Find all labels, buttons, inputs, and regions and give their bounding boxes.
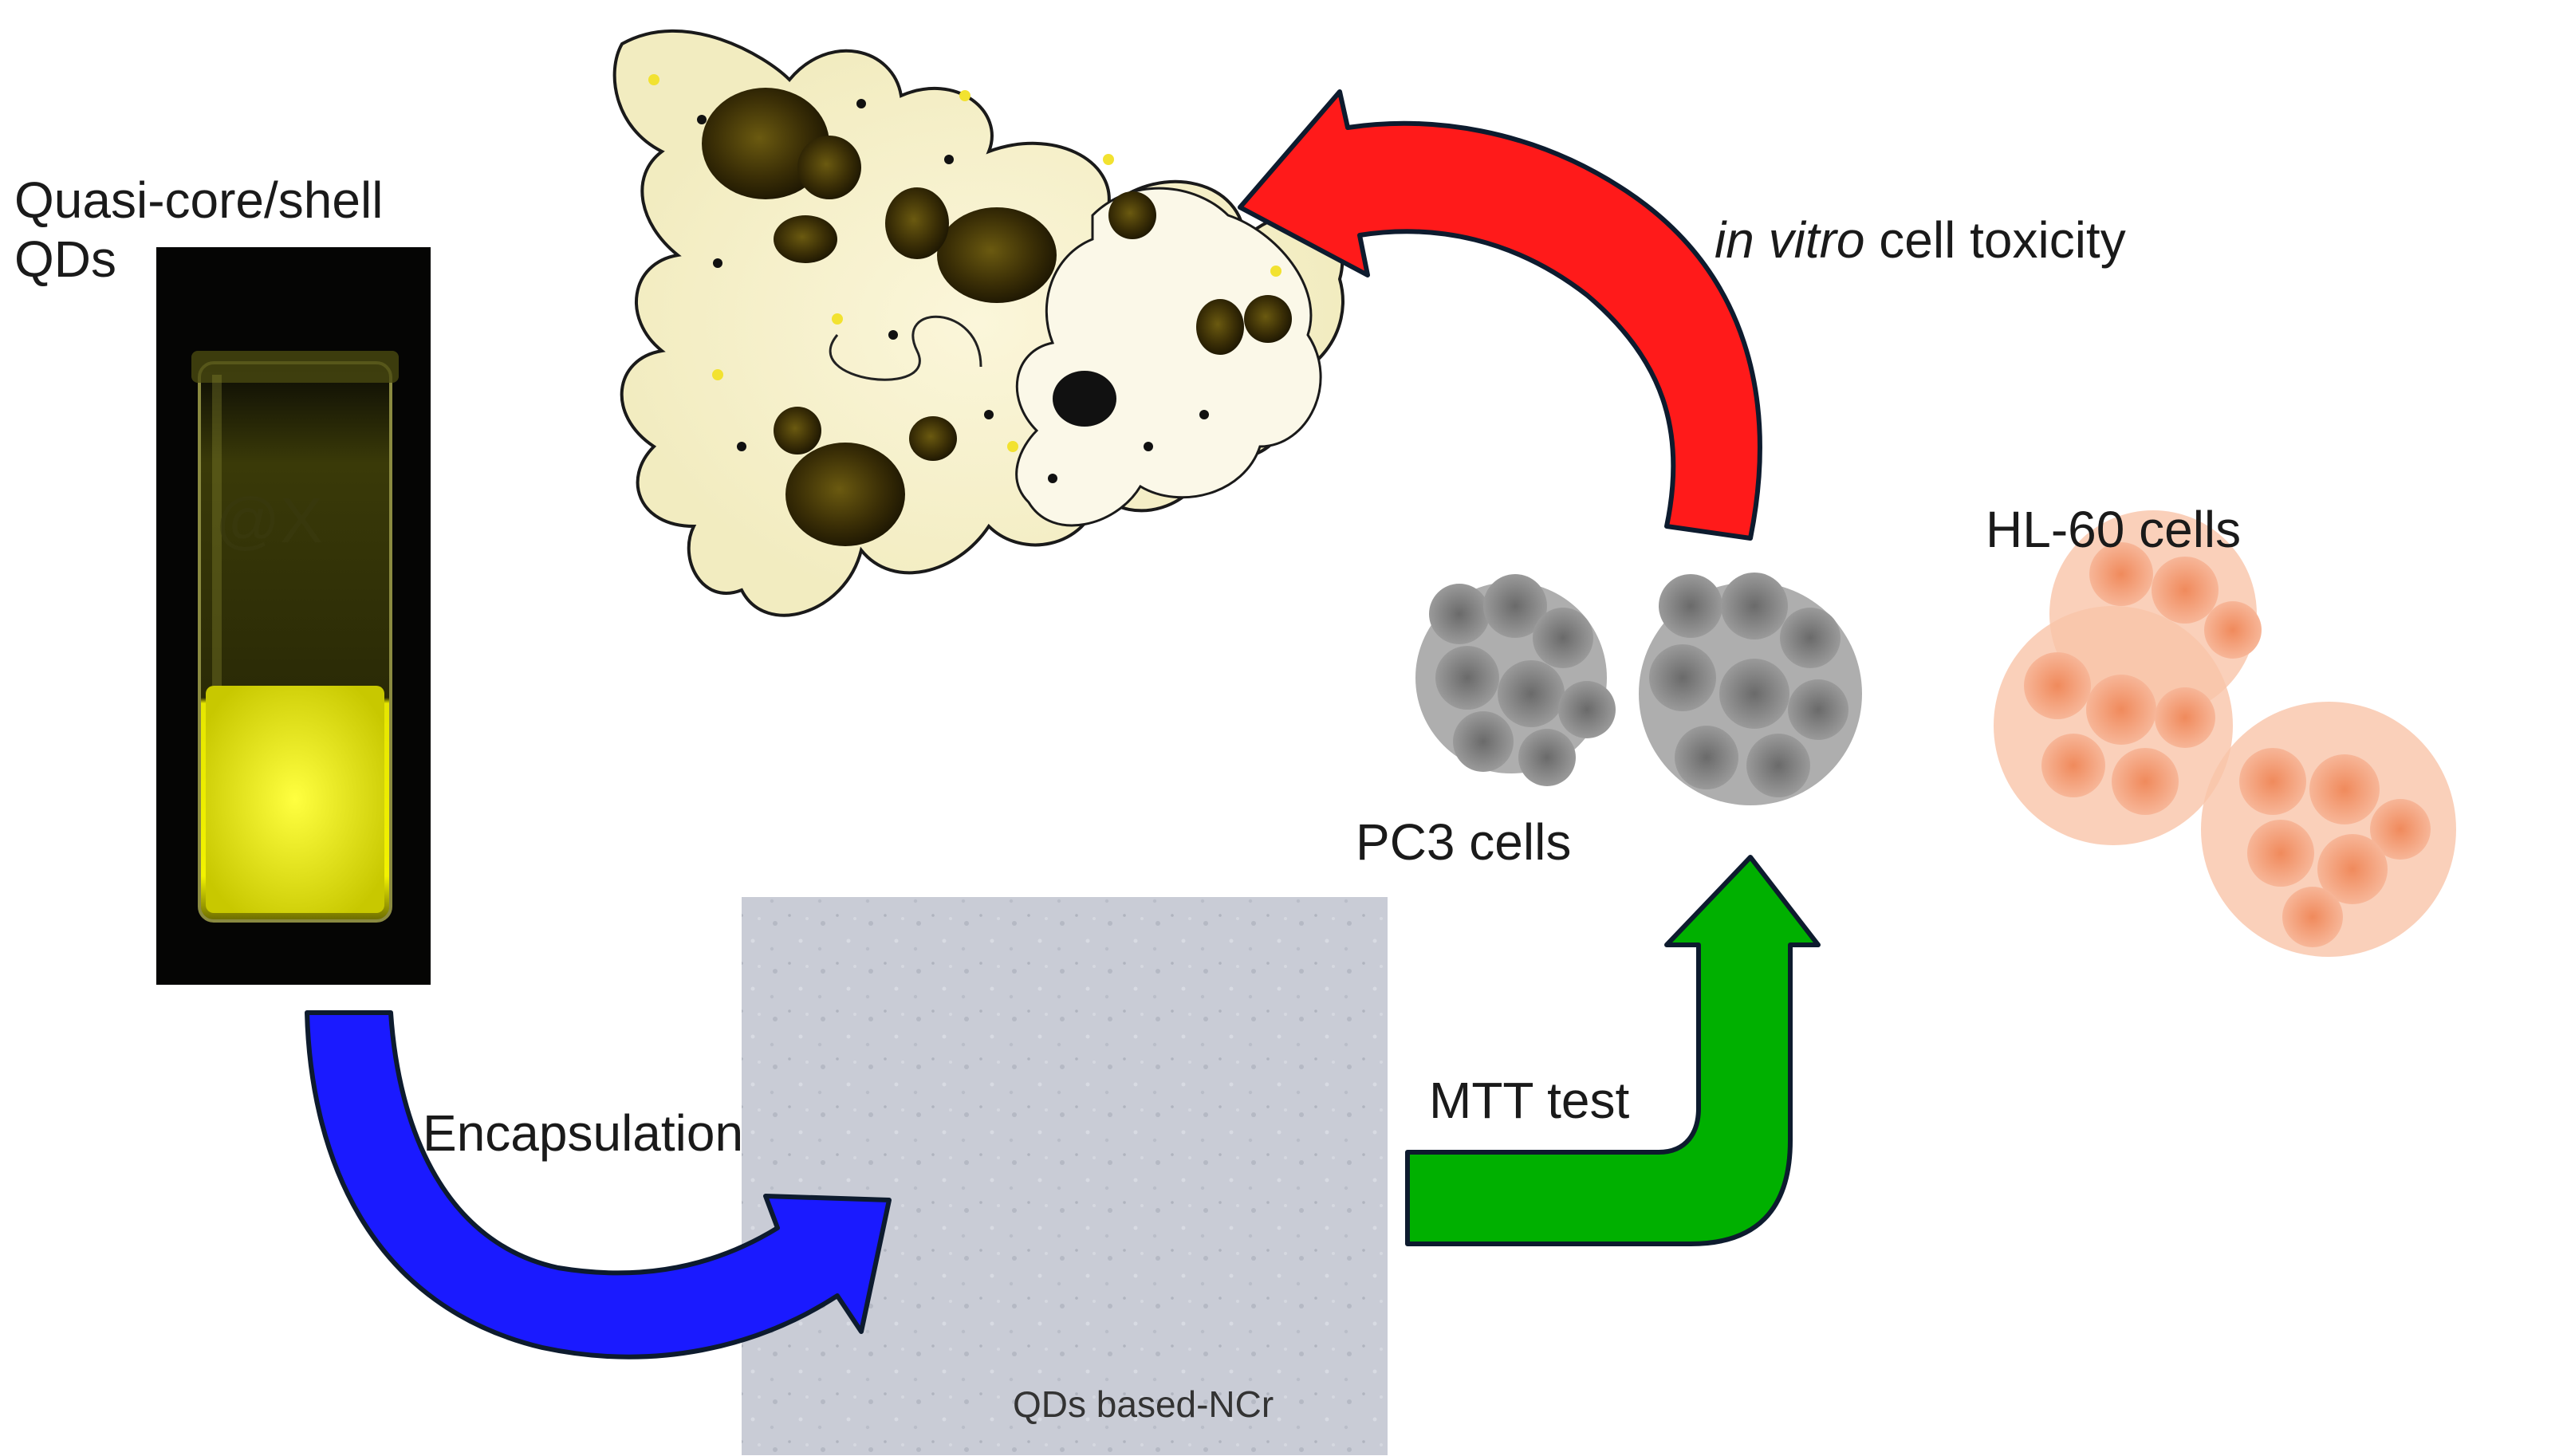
mtt-arrow: [1405, 855, 1821, 1246]
qds-title-line1: Quasi-core/shell: [14, 171, 384, 229]
mtt-label: MTT test: [1429, 1072, 1630, 1129]
hl60-label: HL-60 cells: [1986, 501, 2242, 558]
toxicity-label-italic: in vitro: [1715, 211, 1865, 269]
encapsulation-arrow: [305, 1010, 892, 1360]
toxicity-cells-illustration: [612, 29, 1344, 617]
hl60-cells-illustration: [1994, 510, 2456, 957]
ncr-label: QDs based-NCr: [1013, 1383, 1274, 1425]
pc3-label: PC3 cells: [1356, 813, 1572, 871]
vial-photo: @X: [156, 247, 431, 985]
toxicity-label-rest: cell toxicity: [1864, 211, 2126, 269]
toxicity-label: in vitro cell toxicity: [1715, 211, 2126, 270]
toxicity-arrow: [1238, 89, 1762, 541]
qds-title-label: Quasi-core/shell QDs: [14, 171, 383, 289]
pc3-cells-illustration: [1415, 573, 1862, 805]
encapsulation-label: Encapsulation: [423, 1104, 744, 1162]
vial-marking: @X: [215, 485, 323, 556]
qds-title-line2: QDs: [14, 230, 116, 288]
tem-image: [742, 897, 1388, 1455]
